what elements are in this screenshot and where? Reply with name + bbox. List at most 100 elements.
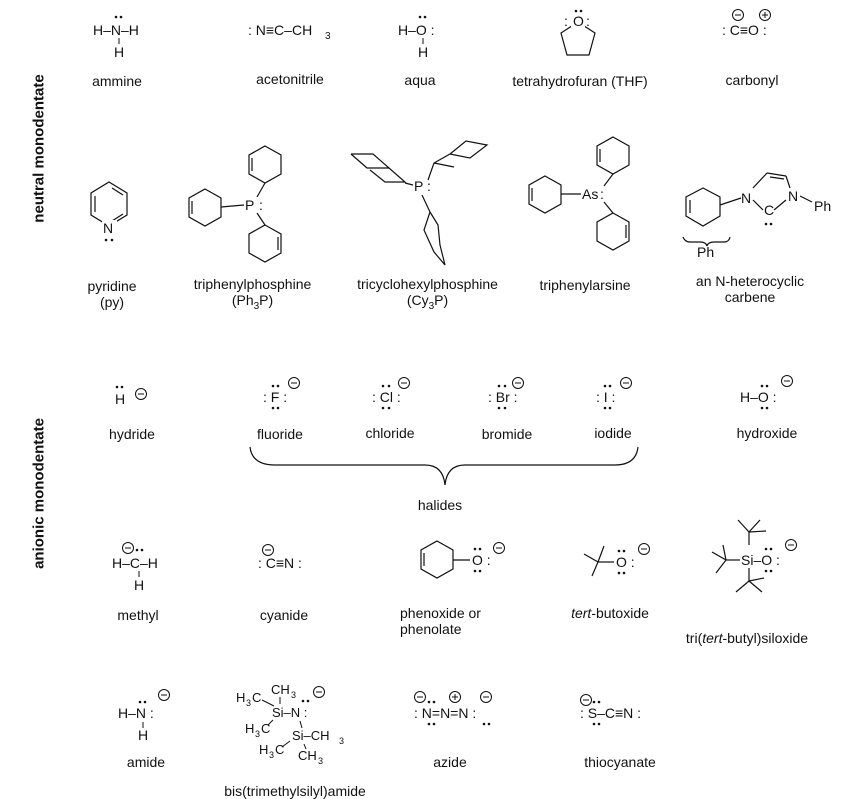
svg-text::: :: [600, 186, 604, 202]
tricyclohexylphosphine-structure: [350, 140, 489, 266]
svg-text:3: 3: [255, 729, 260, 739]
svg-text:N: N: [788, 188, 798, 204]
thiocyanate-structure: : S–C≡N :: [580, 694, 641, 726]
svg-text:: Br :: : Br :: [488, 389, 518, 405]
svg-text:O: O: [573, 13, 584, 29]
svg-text::: :: [427, 178, 431, 194]
svg-text:C: C: [252, 690, 261, 705]
label-tricyclohexylphosphine: tricyclohexylphosphine: [357, 276, 498, 292]
svg-text:H–N :: H–N :: [118, 705, 154, 721]
svg-text:P: P: [245, 197, 254, 213]
svg-text:: C≡O :: : C≡O :: [722, 22, 767, 38]
bromide-structure: : Br :: [488, 377, 524, 410]
siloxide-italic: tert: [702, 630, 723, 646]
label-phenoxide-line2: phenolate: [400, 621, 462, 637]
hydride-structure: H: [115, 385, 147, 407]
label-tricyclohexylphosphine-formula: (Cy3P): [345, 292, 510, 315]
svg-text:H–C–H: H–C–H: [112, 555, 158, 571]
svg-text:O :: O :: [472, 552, 491, 568]
tbutoxide-rest: -butoxide: [591, 605, 649, 621]
tpp-formula-sub: 3: [253, 300, 260, 312]
label-triphenylphosphine: triphenylphosphine: [193, 276, 312, 292]
label-hydride: hydride: [109, 426, 155, 442]
svg-text:3: 3: [339, 736, 344, 746]
svg-text:: N≡C–CH: : N≡C–CH: [248, 22, 312, 38]
svg-text:C: C: [764, 202, 774, 218]
label-hydroxide: hydroxide: [736, 425, 798, 441]
svg-text:: I :: : I :: [596, 389, 615, 405]
label-iodide: iodide: [594, 425, 632, 441]
label-triphenylphosphine-formula: (Ph3P): [180, 292, 325, 315]
svg-text:C: C: [275, 742, 284, 757]
svg-text:: N=N=N :: : N=N=N :: [414, 705, 476, 721]
triphenylphosphine-structure: [188, 145, 282, 263]
svg-text:As: As: [582, 186, 598, 202]
label-tbutoxide: tert-butoxide: [560, 605, 660, 621]
svg-text:C: C: [261, 721, 270, 736]
svg-text:Si–CH: Si–CH: [292, 728, 330, 743]
svg-text:H: H: [245, 721, 254, 736]
siloxide-structure: [711, 519, 767, 593]
label-cyanide: cyanide: [259, 607, 309, 623]
thf-structure: [560, 21, 596, 56]
label-nhc-line1: an N-heterocyclic: [695, 273, 805, 289]
svg-text:P: P: [414, 178, 423, 194]
label-pyridine: pyridine: [87, 278, 137, 294]
svg-text:CH: CH: [298, 748, 317, 763]
halides-brace: [249, 446, 639, 486]
tbutoxide-structure: [583, 545, 614, 577]
svg-text:N: N: [103, 220, 113, 236]
siloxide-rest: -butyl)siloxide: [722, 630, 809, 646]
label-amide: amide: [126, 754, 166, 770]
label-aqua: aqua: [404, 72, 436, 88]
svg-text:3: 3: [291, 690, 296, 700]
svg-text:H–O :: H–O :: [398, 22, 435, 38]
svg-text:Ph: Ph: [697, 244, 714, 260]
svg-text:: S–C≡N :: : S–C≡N :: [580, 705, 641, 721]
svg-text:H: H: [259, 742, 268, 757]
svg-text::: :: [259, 197, 263, 213]
label-fluoride: fluoride: [257, 426, 303, 442]
label-azide: azide: [433, 754, 467, 770]
phenoxide-structure: [420, 540, 470, 579]
label-phenoxide-line1: phenoxide or: [400, 605, 481, 621]
cyanide-structure: : C≡N :: [258, 544, 302, 571]
label-chloride: chloride: [365, 425, 415, 441]
svg-text::: :: [564, 13, 568, 29]
label-ammine: ammine: [92, 73, 142, 89]
phenoxide-atoms: O :: [472, 542, 505, 573]
label-hmds: bis(trimethylsilyl)amide: [224, 783, 366, 799]
svg-text:N: N: [741, 190, 751, 206]
azide-structure: : N=N=N :: [414, 691, 492, 726]
svg-text:CH: CH: [271, 682, 290, 697]
label-acetonitrile: acetonitrile: [256, 71, 324, 87]
amide-structure: H–N : H: [118, 689, 170, 743]
svg-text:: F :: : F :: [263, 389, 287, 405]
acetonitrile-structure: : N≡C–CH 3: [248, 22, 331, 42]
label-halides: halides: [417, 497, 463, 513]
tcp-formula-sub: 3: [428, 300, 435, 312]
tcp-formula-post: P): [434, 292, 449, 308]
tbutoxide-italic: tert: [571, 605, 592, 621]
svg-text:3: 3: [246, 698, 251, 708]
svg-text:3: 3: [325, 31, 331, 42]
carbonyl-structure: : C≡O :: [722, 9, 771, 38]
methyl-structure: H–C–H H: [112, 542, 158, 593]
svg-text:Si–N :: Si–N :: [272, 705, 307, 720]
aqua-structure: H–O : H: [398, 15, 435, 60]
label-nhc-line2: carbene: [724, 289, 776, 305]
label-thiocyanate: thiocyanate: [584, 754, 656, 770]
label-siloxide: tri(tert-butyl)siloxide: [672, 630, 822, 646]
svg-text:H: H: [138, 727, 148, 743]
triphenylarsine-structure: [528, 136, 630, 251]
svg-text:: C≡N :: : C≡N :: [258, 555, 302, 571]
nhc-structure: [682, 172, 813, 247]
hydroxide-structure: H–O :: [740, 375, 793, 410]
svg-text:Si–O :: Si–O :: [741, 552, 780, 568]
svg-text:Ph: Ph: [814, 198, 831, 214]
fluoride-structure: : F :: [263, 377, 300, 410]
chloride-structure: : Cl :: [372, 377, 410, 410]
